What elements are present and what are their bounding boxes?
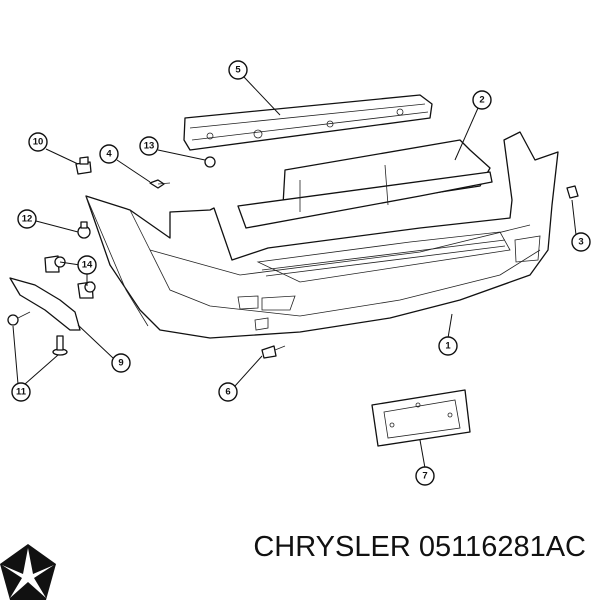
callout-number: 2 (479, 95, 484, 106)
callout-circle (438, 336, 458, 356)
callout-circle (218, 382, 238, 402)
fasteners (7, 156, 579, 447)
callout-circle (99, 144, 119, 164)
callout-circle (111, 353, 131, 373)
callout-number: 9 (118, 358, 123, 369)
callout-1: 1 (438, 336, 458, 356)
callout-number: 5 (235, 65, 241, 76)
callout-circle (228, 60, 248, 80)
callout-13: 13 (139, 136, 159, 156)
callout-6: 6 (218, 382, 238, 402)
callout-circle (28, 132, 48, 152)
callout-12: 12 (17, 209, 37, 229)
callout-number: 12 (22, 214, 33, 225)
chrysler-pentastar-logo (0, 544, 56, 600)
callout-5: 5 (228, 60, 248, 80)
callout-circle (17, 209, 37, 229)
callout-3: 3 (571, 232, 591, 252)
callout-number: 14 (82, 260, 93, 271)
leader-lines (12, 76, 577, 469)
callout-11: 11 (11, 382, 31, 402)
callout-number: 1 (445, 341, 451, 352)
callout-number: 11 (16, 387, 27, 398)
callout-circle (11, 382, 31, 402)
callout-number: 3 (578, 237, 583, 248)
part-number: 05116281AC (418, 531, 586, 563)
callout-14: 14 (77, 255, 97, 275)
callout-4: 4 (99, 144, 119, 164)
callout-circle (472, 90, 492, 110)
callout-10: 10 (28, 132, 48, 152)
callout-number: 4 (106, 149, 112, 160)
callout-9: 9 (111, 353, 131, 373)
callout-number: 6 (225, 387, 230, 398)
callout-number: 7 (422, 471, 427, 482)
bumper-fascia (85, 131, 559, 339)
callout-circle (139, 136, 159, 156)
callout-number: 10 (33, 137, 44, 148)
bumper-reinforcement-beam (183, 94, 433, 151)
callout-7: 7 (415, 466, 435, 486)
callout-circle (77, 255, 97, 275)
brand-name: CHRYSLER (253, 531, 411, 563)
callout-2: 2 (472, 90, 492, 110)
callout-circle (571, 232, 591, 252)
energy-absorber (237, 139, 493, 229)
part-caption: CHRYSLER 05116281AC (253, 531, 586, 564)
callout-circle (415, 466, 435, 486)
callout-number: 13 (144, 141, 155, 152)
